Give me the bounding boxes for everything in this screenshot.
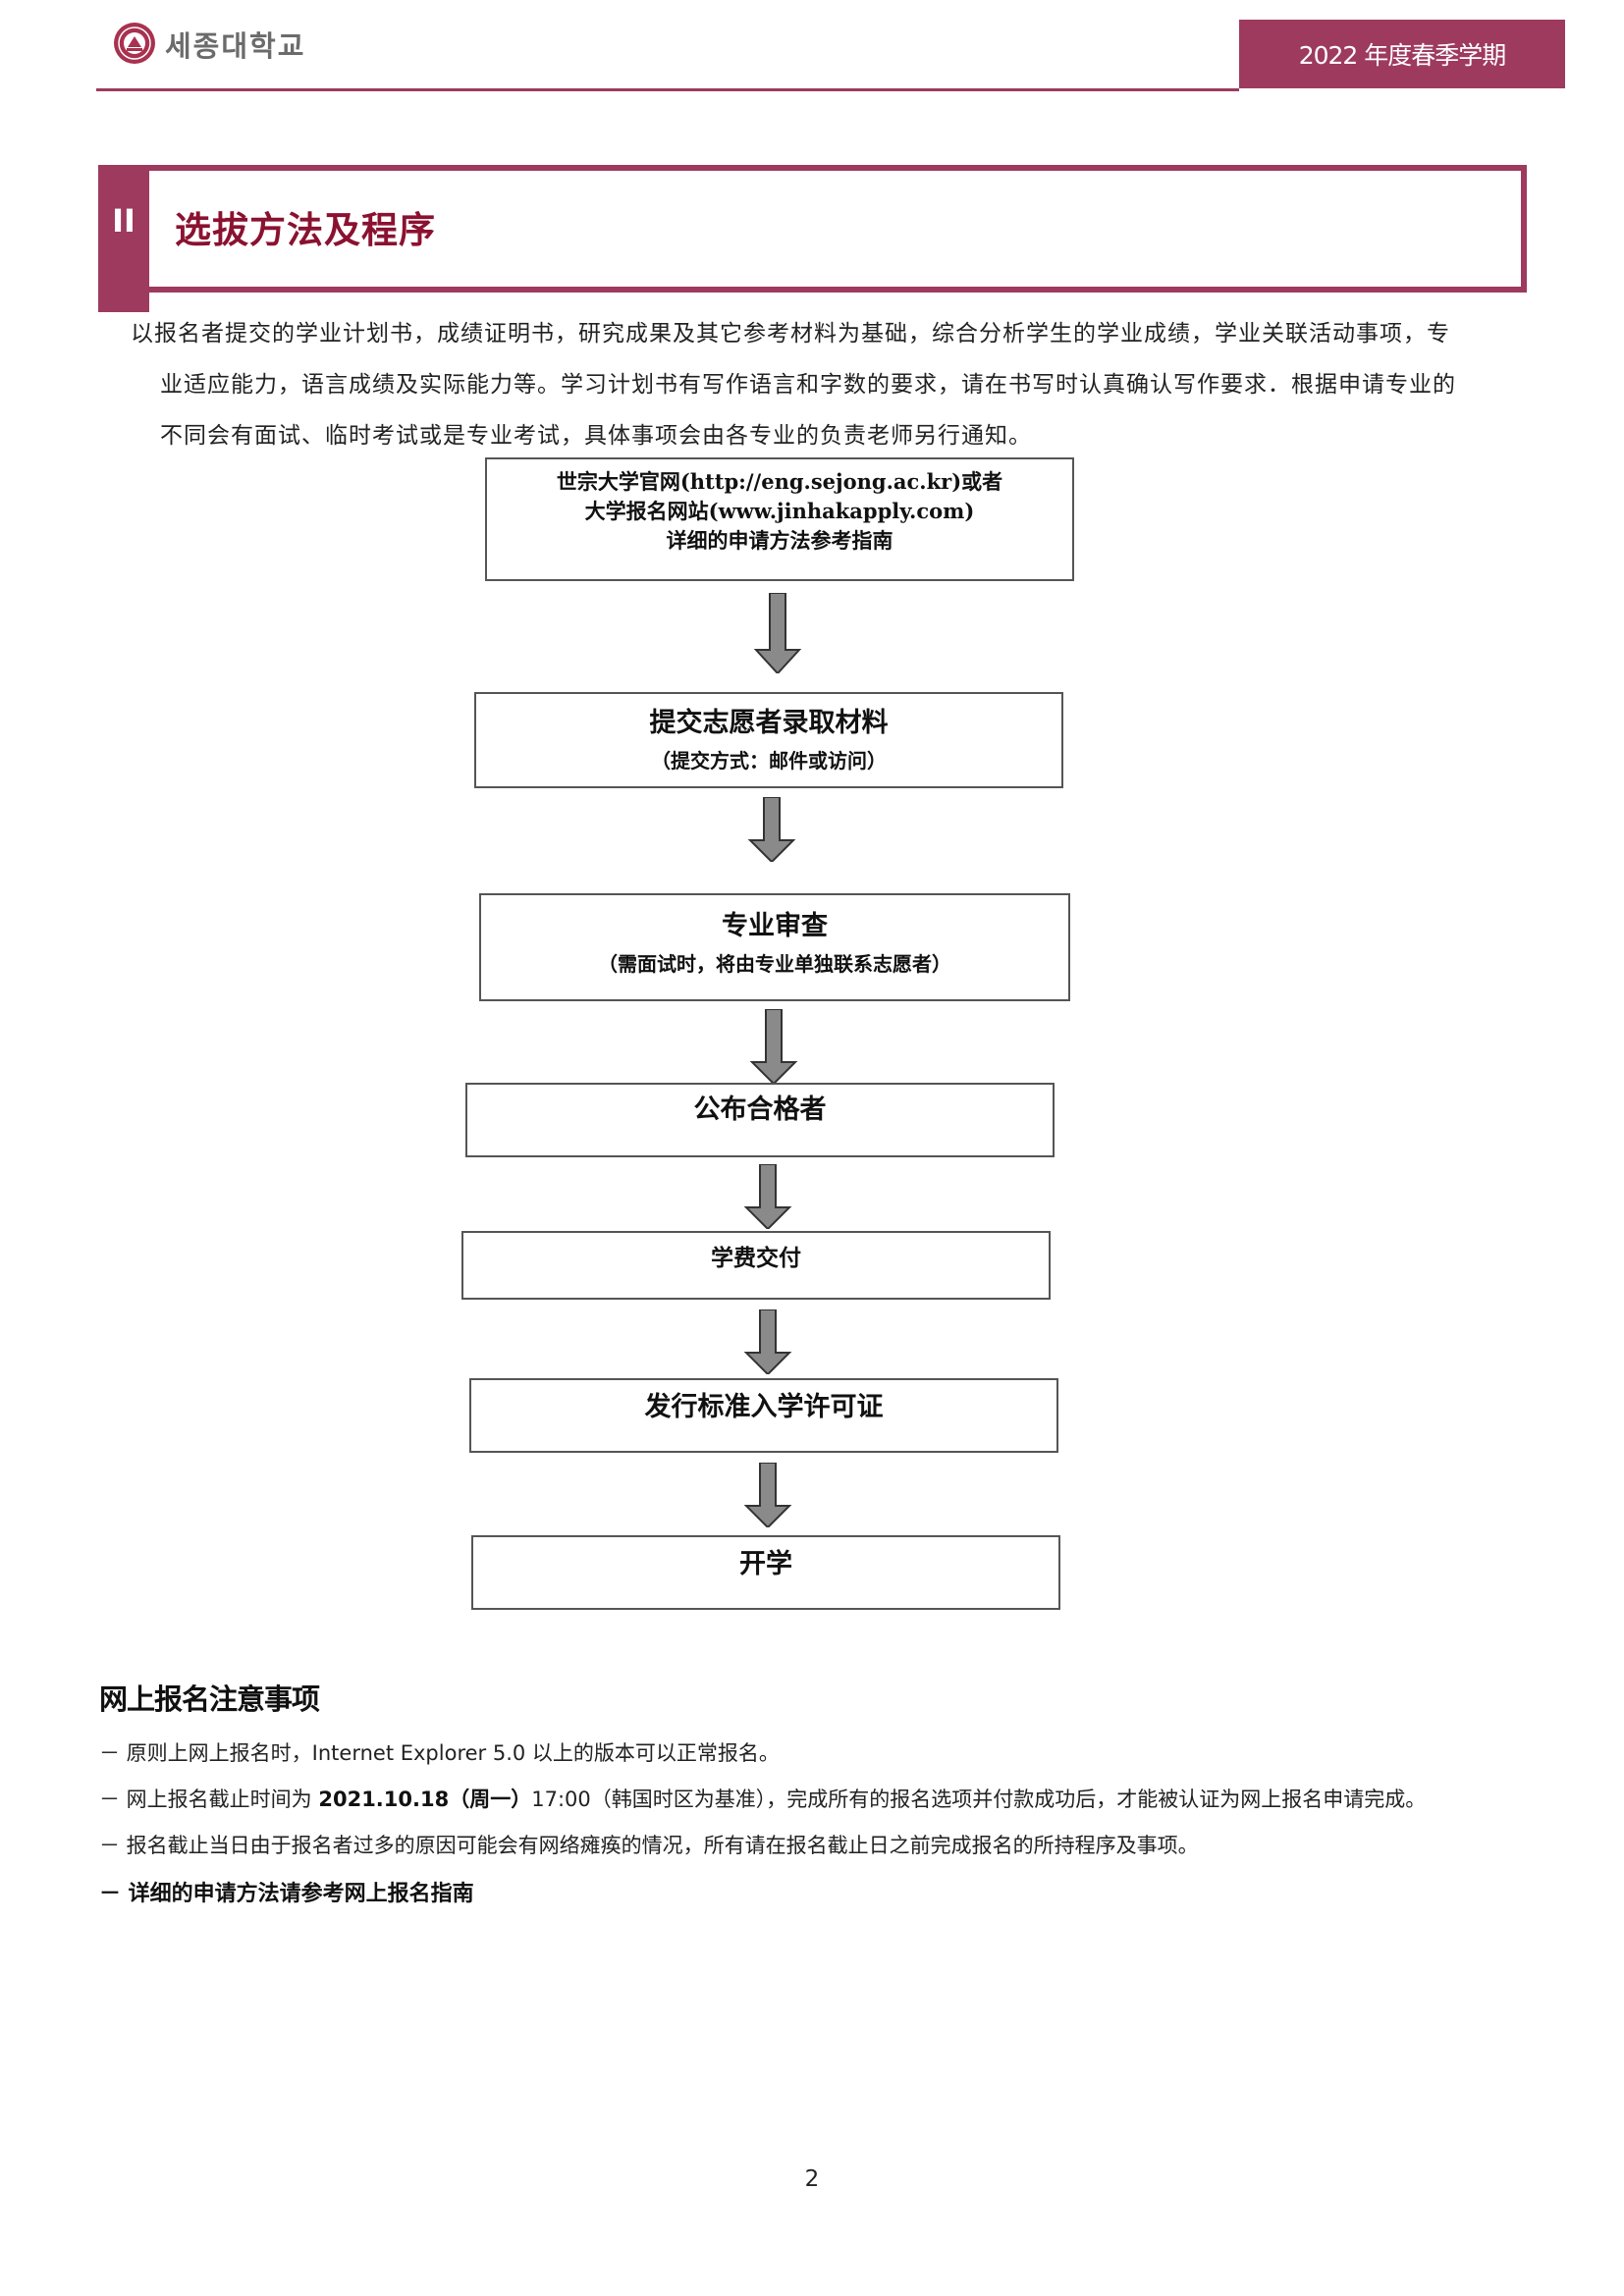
down-arrow-icon xyxy=(747,797,796,862)
page-number: 2 xyxy=(804,2166,820,2192)
flow-step-text: 详细的申请方法参考指南 xyxy=(666,528,893,553)
flow-step-issue-admission-certificate: 发行标准入学许可证 xyxy=(469,1378,1058,1453)
section-title: 选拔方法及程序 xyxy=(175,209,436,251)
flow-step-text: 世宗大学官网(http://eng.sejong.ac.kr)或者 xyxy=(556,469,1003,494)
flow-step-title: 提交志愿者录取材料 xyxy=(649,708,889,738)
flow-step-title: 开学 xyxy=(739,1549,792,1579)
flow-step-subtitle: （需面试时，将由专业单独联系志愿者） xyxy=(598,952,951,976)
flow-step-tuition-payment: 学费交付 xyxy=(461,1231,1051,1300)
section-header-tab xyxy=(98,165,149,312)
flow-step-apply-guide: 世宗大学官网(http://eng.sejong.ac.kr)或者 大学报名网站… xyxy=(485,457,1074,581)
notes-item: － 网上报名截止时间为 2021.10.18（周一）17:00（韩国时区为基准）… xyxy=(99,1784,1426,1813)
notes-item: － 报名截止当日由于报名者过多的原因可能会有网络瘫痪的情况，所有请在报名截止日之… xyxy=(99,1834,1199,1857)
notes-item: － 原则上网上报名时，Internet Explorer 5.0 以上的版本可以… xyxy=(99,1741,780,1765)
flow-step-semester-start: 开学 xyxy=(471,1535,1060,1610)
flow-step-submit-materials: 提交志愿者录取材料 （提交方式：邮件或访问） xyxy=(474,692,1063,788)
down-arrow-icon xyxy=(753,593,802,673)
intro-paragraph: 以报名者提交的学业计划书，成绩证明书，研究成果及其它参考材料为基础，综合分析学生… xyxy=(131,308,1544,461)
down-arrow-icon xyxy=(749,1009,798,1084)
flow-step-department-review: 专业审查 （需面试时，将由专业单独联系志愿者） xyxy=(479,893,1070,1001)
section-header-frame xyxy=(98,165,1527,293)
down-arrow-icon xyxy=(743,1463,792,1527)
flow-step-title: 发行标准入学许可证 xyxy=(644,1392,884,1422)
notes-title: 网上报名注意事项 xyxy=(99,1682,320,1716)
intro-line: 业适应能力，语言成绩及实际能力等。学习计划书有写作语言和字数的要求，请在书写时认… xyxy=(160,372,1456,398)
flow-step-text: 大学报名网站(www.jinhakapply.com) xyxy=(584,499,975,523)
deadline-date: 2021.10.18（周一） xyxy=(318,1788,532,1811)
notes-item: － 详细的申请方法请参考网上报名指南 xyxy=(99,1882,474,1906)
flow-step-title: 专业审查 xyxy=(722,911,828,941)
header-divider xyxy=(96,88,1239,91)
notes-item-text: 17:00（韩国时区为基准），完成所有的报名选项并付款成功后，才能被认证为网上报… xyxy=(531,1788,1427,1811)
flow-step-title: 学费交付 xyxy=(711,1246,801,1271)
section-number: II xyxy=(112,202,135,240)
brand-name: 세종대학교 xyxy=(165,29,306,63)
flow-step-subtitle: （提交方式：邮件或访问） xyxy=(651,749,887,773)
intro-line: 以报名者提交的学业计划书，成绩证明书，研究成果及其它参考材料为基础，综合分析学生… xyxy=(131,321,1450,347)
university-seal-icon xyxy=(114,23,155,64)
intro-line: 不同会有面试、临时考试或是专业考试，具体事项会由各专业的负责老师另行通知。 xyxy=(160,423,1032,449)
term-badge: 2022 年度春季学期 xyxy=(1239,20,1565,88)
down-arrow-icon xyxy=(743,1164,792,1229)
flow-step-title: 公布合格者 xyxy=(693,1095,827,1125)
flow-step-announce-admitted: 公布合格者 xyxy=(465,1083,1055,1157)
notes-item-text: － 网上报名截止时间为 xyxy=(99,1788,319,1811)
down-arrow-icon xyxy=(743,1309,792,1374)
